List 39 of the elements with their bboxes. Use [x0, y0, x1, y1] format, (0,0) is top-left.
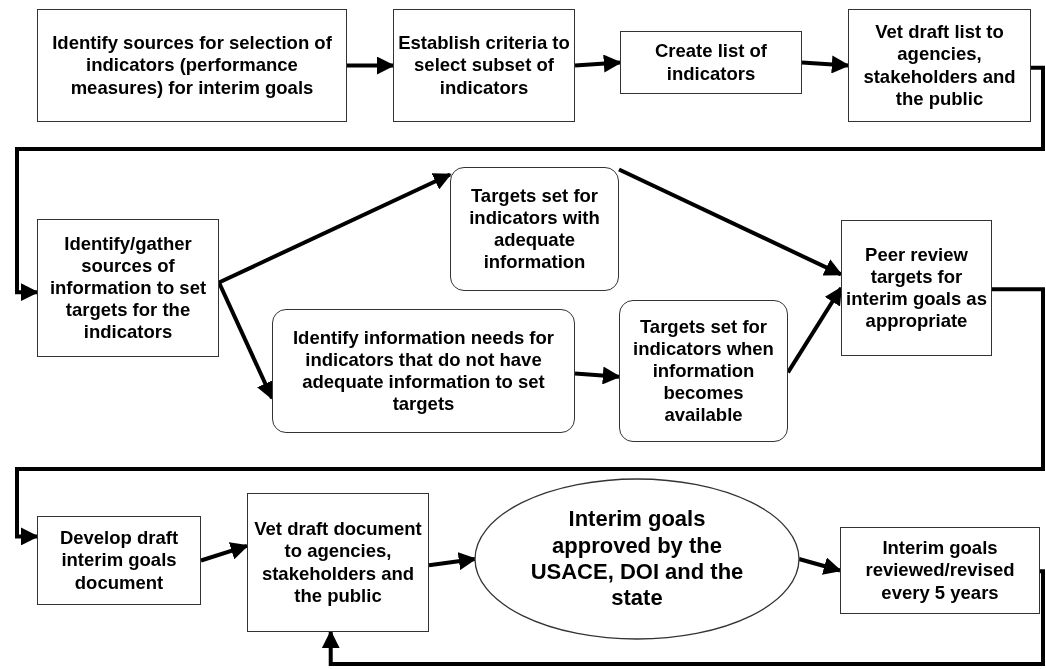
- step-text: Create list of indicators: [653, 40, 769, 85]
- step-text: Targets set for indicators with adequate information: [468, 184, 601, 274]
- step-text: Vet draft list to agencies, stakeholders and the public: [862, 21, 1017, 110]
- process-box: [37, 516, 201, 605]
- arrow: [217, 281, 274, 400]
- process-box: [247, 493, 429, 632]
- step-text: Targets set for indicators when information becomes available: [632, 315, 775, 427]
- step-text: Establish criteria to select subset of indicators: [397, 32, 571, 99]
- arrow: [574, 54, 622, 73]
- process-box: [37, 219, 219, 357]
- arrow: [786, 286, 843, 374]
- approval-ellipse: [474, 478, 800, 640]
- step-text: Interim goals approved by the USACE, DOI and the state: [529, 506, 745, 612]
- step-text: Peer review targets for interim goals as appropriate: [845, 243, 988, 333]
- arrow: [798, 557, 842, 575]
- step-text: Identify information needs for indicators that do not have adequate information to set targets: [291, 326, 556, 416]
- arrow: [15, 65, 1045, 302]
- arrow: [15, 287, 1045, 546]
- process-box: [393, 9, 575, 122]
- arrow: [347, 56, 395, 75]
- process-box: [37, 9, 347, 122]
- rounded-box: [450, 167, 619, 291]
- step-text: Identify sources for selection of indicators (performance measures) for interim goals: [51, 32, 333, 99]
- arrow: [801, 55, 850, 74]
- step-text: Interim goals reviewed/revised every 5 years: [864, 537, 1016, 604]
- rounded-box: [619, 300, 788, 442]
- arrow: [321, 569, 1045, 666]
- arrow: [200, 542, 249, 563]
- arrow: [618, 167, 843, 277]
- process-box: [620, 31, 802, 94]
- rounded-box: [272, 309, 575, 433]
- process-box: [848, 9, 1031, 122]
- arrow: [218, 172, 452, 285]
- step-text: Identify/gather sources of information to set targets for the indicators: [48, 232, 208, 344]
- process-box: [840, 527, 1040, 614]
- step-text: Develop draft interim goals document: [58, 527, 180, 594]
- process-box: [841, 220, 992, 356]
- arrow: [574, 366, 621, 385]
- step-text: Vet draft document to agencies, stakeholders and the public: [253, 518, 423, 607]
